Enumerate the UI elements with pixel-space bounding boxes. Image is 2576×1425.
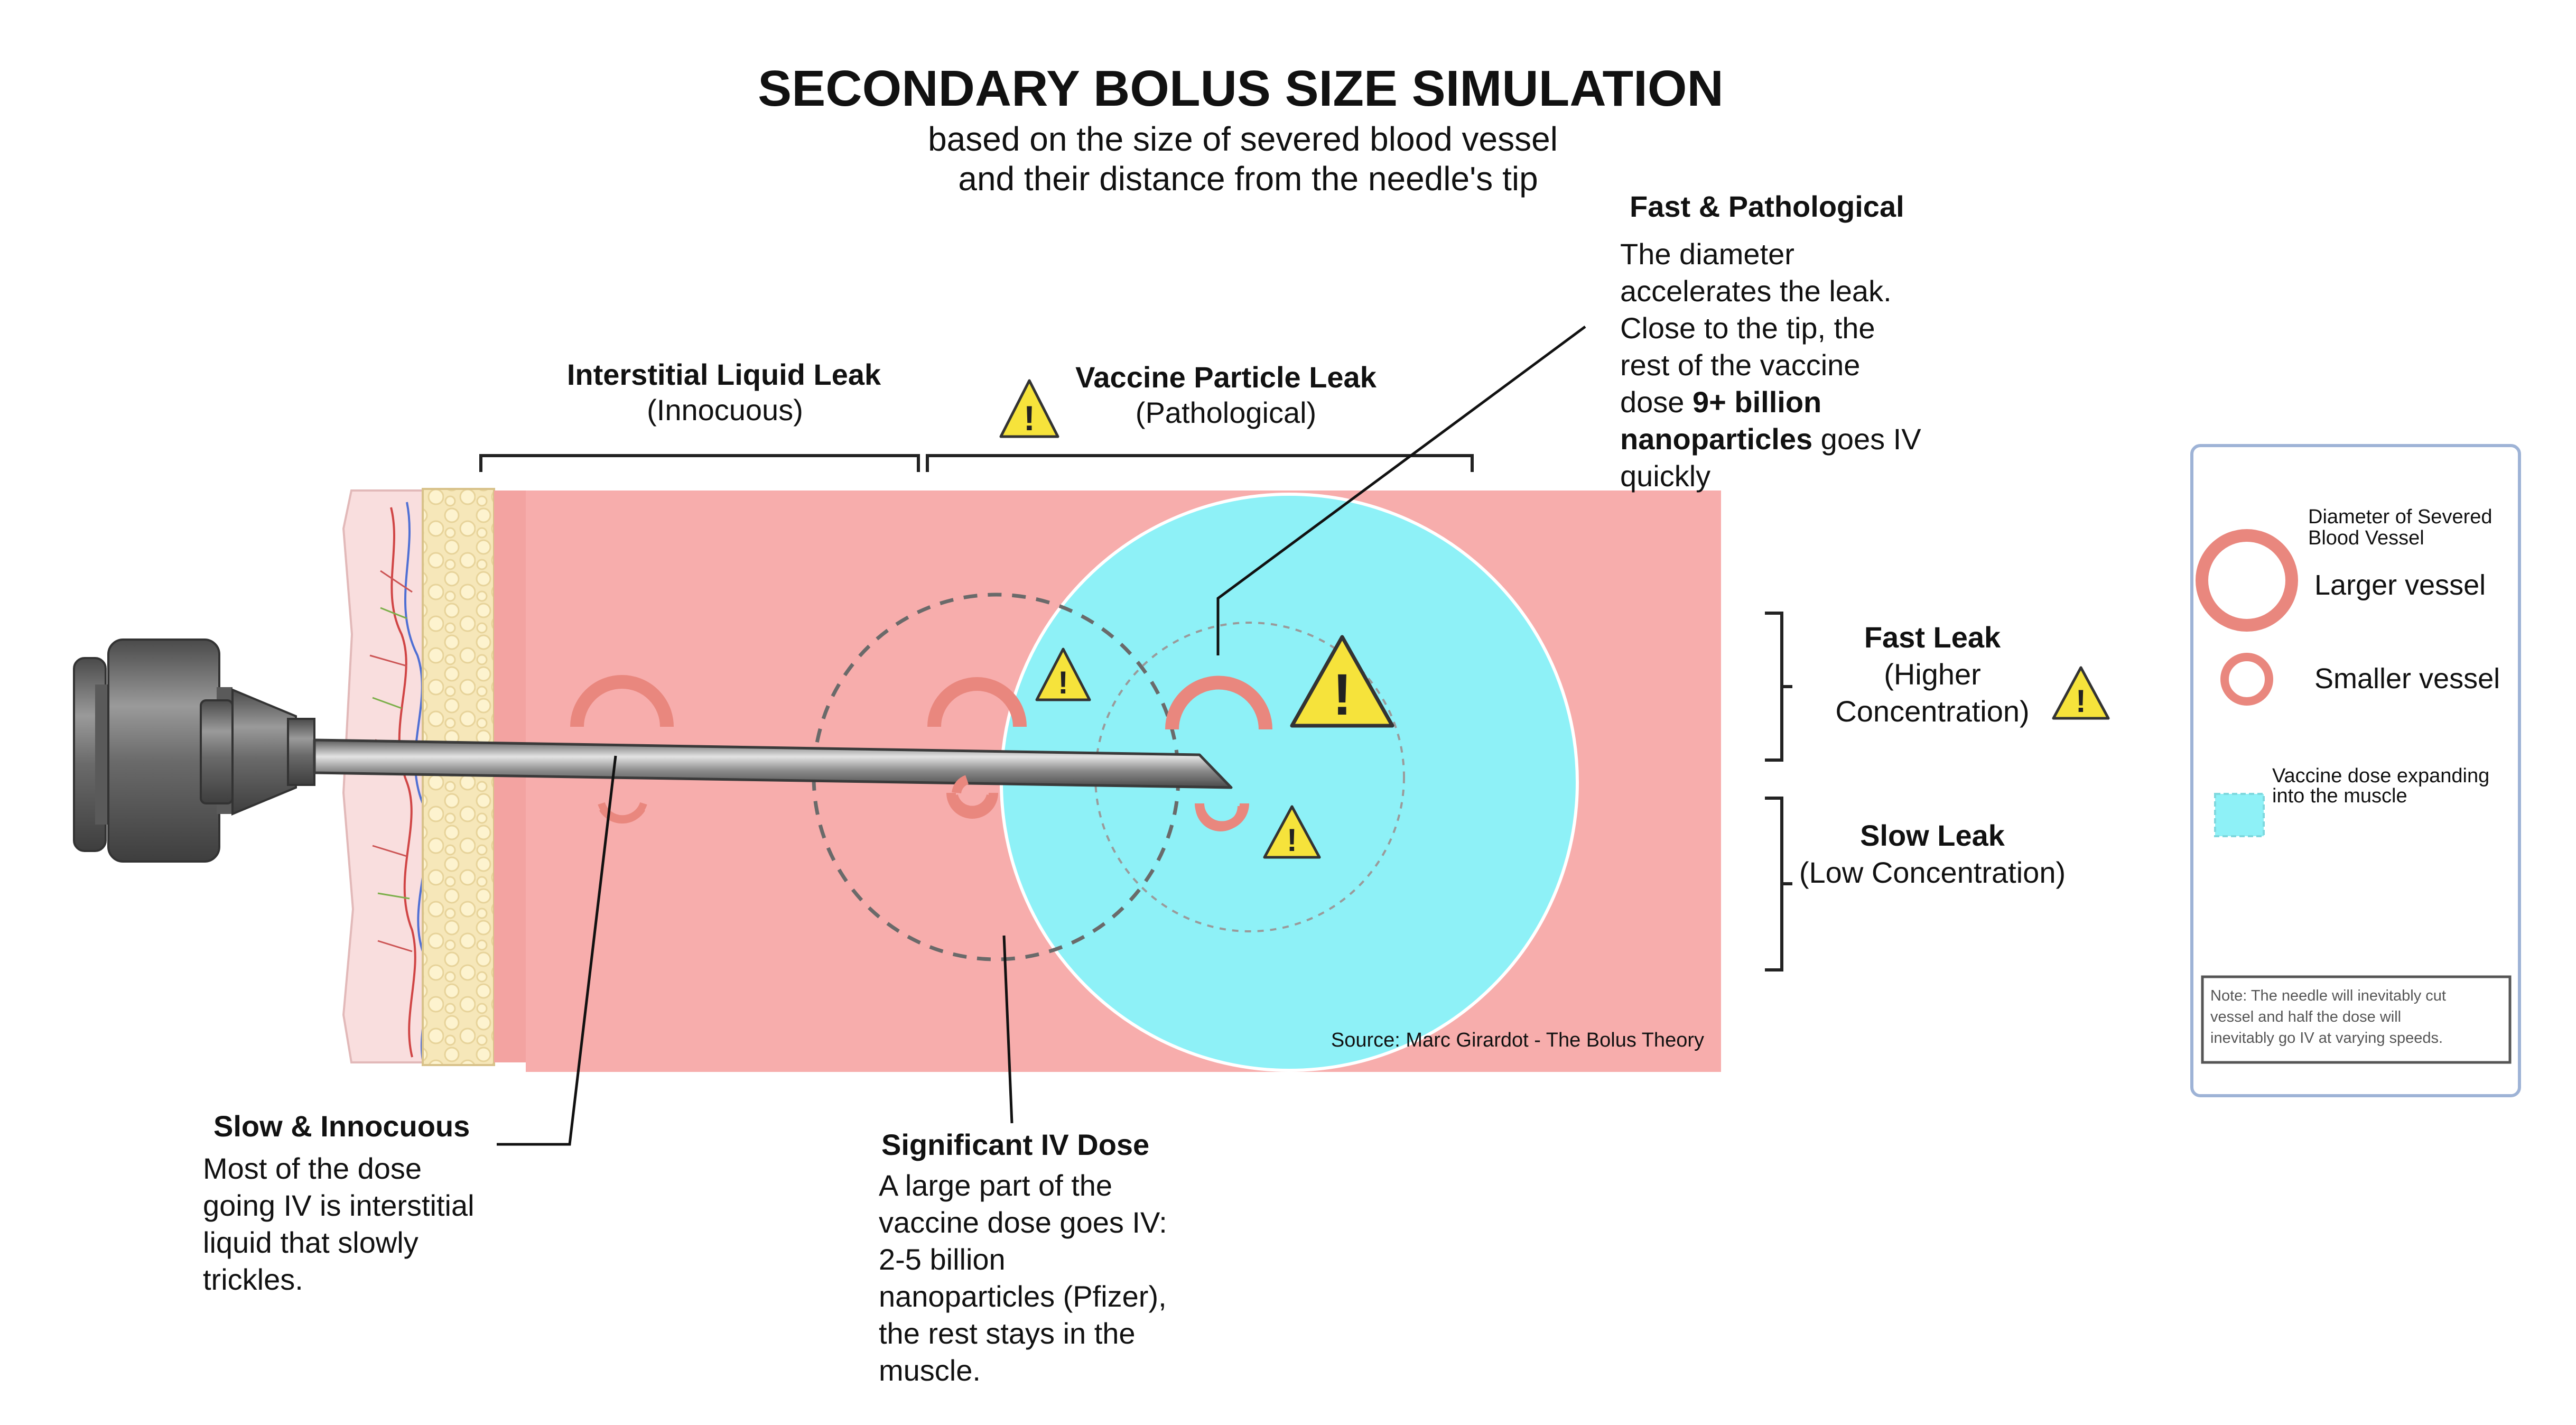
- warning-icon: !: [1263, 805, 1321, 859]
- fast-pathological-line-6: nanoparticles goes IV: [1620, 422, 1921, 456]
- significant-dose-line-3: 2-5 billion: [879, 1243, 1006, 1276]
- diagram-title: SECONDARY BOLUS SIZE SIMULATION: [758, 60, 1724, 117]
- vessel-left-small: [598, 802, 647, 823]
- significant-dose-line-6: muscle.: [879, 1354, 981, 1387]
- vessel-middle-small: [946, 775, 998, 819]
- svg-text:!: !: [1287, 822, 1297, 858]
- legend-dose-swatch: [2214, 793, 2265, 837]
- fast-leak-bracket: [1765, 612, 1792, 762]
- fast-leak-line-2: Concentration): [1835, 695, 2029, 728]
- fast-pathological-line-1: The diameter: [1620, 237, 1794, 271]
- legend-vessel-header-1: Diameter of Severed: [2308, 506, 2493, 528]
- legend-dose-line-1: Vaccine dose expanding: [2272, 765, 2489, 787]
- slow-innocuous-line-2: going IV is interstitial: [203, 1189, 475, 1222]
- fast-pathological-line-4: rest of the vaccine: [1620, 348, 1860, 382]
- significant-dose-title: Significant IV Dose: [881, 1128, 1149, 1161]
- warning-icon: !: [1035, 647, 1091, 701]
- slow-innocuous-line-3: liquid that slowly: [203, 1226, 419, 1259]
- warning-icon: !: [999, 379, 1059, 438]
- svg-text:!: !: [1058, 665, 1068, 700]
- vaccine-leak-title: Vaccine Particle Leak: [1075, 360, 1377, 394]
- legend-dose-line-2: into the muscle: [2272, 785, 2407, 807]
- svg-text:!: !: [1024, 399, 1035, 438]
- interstitial-leak-title: Interstitial Liquid Leak: [567, 358, 881, 391]
- legend-larger-vessel-label: Larger vessel: [2314, 569, 2486, 601]
- diagram-subtitle-line-1: based on the size of severed blood vesse…: [928, 120, 1558, 158]
- legend-note-line-2: vessel and half the dose will: [2210, 1008, 2401, 1025]
- vaccine-bracket: [926, 454, 1474, 472]
- leader-line-fast: [1216, 325, 1586, 655]
- fast-pathological-line-5: dose 9+ billion: [1620, 385, 1821, 419]
- slow-innocuous-line-1: Most of the dose: [203, 1152, 422, 1185]
- slow-leak-line-1: (Low Concentration): [1799, 856, 2066, 889]
- legend-note-line-3: inevitably go IV at varying speeds.: [2210, 1030, 2443, 1047]
- significant-dose-line-4: nanoparticles (Pfizer),: [879, 1280, 1167, 1313]
- legend-larger-vessel-swatch: [2196, 529, 2298, 632]
- vaccine-leak-subtitle: (Pathological): [1136, 396, 1316, 429]
- diagram-subtitle-line-2: and their distance from the needle's tip: [958, 160, 1538, 198]
- warning-icon: !: [1290, 635, 1394, 728]
- warning-icon: !: [2052, 666, 2110, 720]
- fat-layer: [422, 488, 495, 1066]
- legend-note-line-1: Note: The needle will inevitably cut: [2210, 987, 2446, 1004]
- skin-layer: [342, 489, 429, 1063]
- significant-dose-line-2: vaccine dose goes IV:: [879, 1206, 1167, 1239]
- fast-pathological-line-7: quickly: [1620, 459, 1710, 493]
- interstitial-bracket: [479, 454, 920, 472]
- leader-line-slow: [497, 755, 617, 1146]
- source-credit: Source: Marc Girardot - The Bolus Theory: [1331, 1029, 1704, 1051]
- fast-pathological-title: Fast & Pathological: [1630, 190, 1904, 223]
- fast-pathological-line-3: Close to the tip, the: [1620, 311, 1875, 345]
- fast-pathological-line-2: accelerates the leak.: [1620, 274, 1892, 308]
- fast-leak-title: Fast Leak: [1864, 621, 2001, 654]
- slow-innocuous-title: Slow & Innocuous: [213, 1109, 470, 1143]
- legend-smaller-vessel-label: Smaller vessel: [2314, 663, 2500, 695]
- legend-smaller-vessel-swatch: [2220, 653, 2273, 706]
- slow-innocuous-line-4: trickles.: [203, 1263, 303, 1296]
- vessel-right-small: [1195, 803, 1249, 831]
- needle: [313, 738, 1233, 789]
- significant-dose-line-1: A large part of the: [879, 1169, 1112, 1202]
- legend-vessel-header-2: Blood Vessel: [2308, 527, 2424, 549]
- slow-leak-title: Slow Leak: [1860, 819, 2005, 852]
- svg-text:!: !: [2076, 683, 2086, 719]
- interstitial-leak-subtitle: (Innocuous): [647, 393, 803, 427]
- legend-note-box: [2201, 975, 2512, 1064]
- fast-leak-line-1: (Higher: [1884, 658, 1981, 691]
- svg-text:!: !: [1333, 662, 1352, 727]
- leader-line-significant: [1002, 935, 1013, 1124]
- significant-dose-line-5: the rest stays in the: [879, 1317, 1136, 1350]
- syringe-hub: [73, 639, 315, 863]
- slow-leak-bracket: [1765, 797, 1792, 971]
